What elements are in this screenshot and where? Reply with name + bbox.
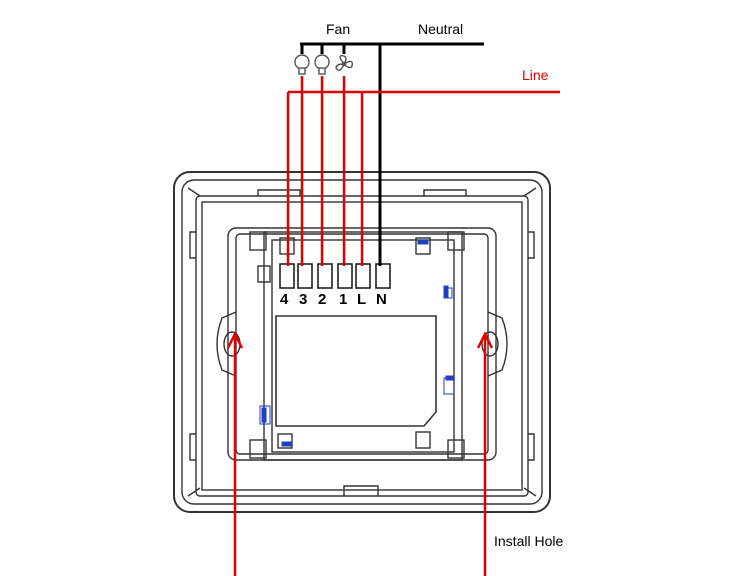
right-mount-ear xyxy=(487,311,508,377)
terminal-L xyxy=(355,263,371,289)
terminal-block xyxy=(279,263,391,289)
install-hole-arrows xyxy=(226,331,494,576)
load-wires xyxy=(300,76,346,266)
install-hole-left xyxy=(223,331,241,357)
terminal-4 xyxy=(279,263,295,289)
terminal-2 xyxy=(317,263,333,289)
neutral-label: Neutral xyxy=(418,21,463,37)
install-hole-right xyxy=(481,331,499,357)
terminal-label-4: 4 xyxy=(280,291,289,308)
install-hole-label: Install Hole xyxy=(494,533,563,549)
corner-clip xyxy=(187,187,537,497)
bulb-icon xyxy=(294,54,310,75)
line-label: Line xyxy=(522,67,549,83)
terminal-3 xyxy=(297,263,313,289)
left-mount-ear xyxy=(216,311,237,377)
blue-markers xyxy=(259,239,455,447)
screen-area xyxy=(275,315,437,427)
bulb-icon xyxy=(314,54,330,75)
neutral-wire xyxy=(300,42,484,266)
fan-icon xyxy=(335,54,354,71)
line-wire xyxy=(286,90,560,266)
terminal-N xyxy=(375,263,391,289)
terminal-label-N: N xyxy=(376,291,387,308)
terminal-label-3: 3 xyxy=(299,291,307,308)
terminal-label-2: 2 xyxy=(318,291,326,308)
terminal-label-L: L xyxy=(357,291,366,308)
terminal-1 xyxy=(337,263,353,289)
fan-label: Fan xyxy=(326,21,350,37)
terminal-label-1: 1 xyxy=(339,291,347,308)
